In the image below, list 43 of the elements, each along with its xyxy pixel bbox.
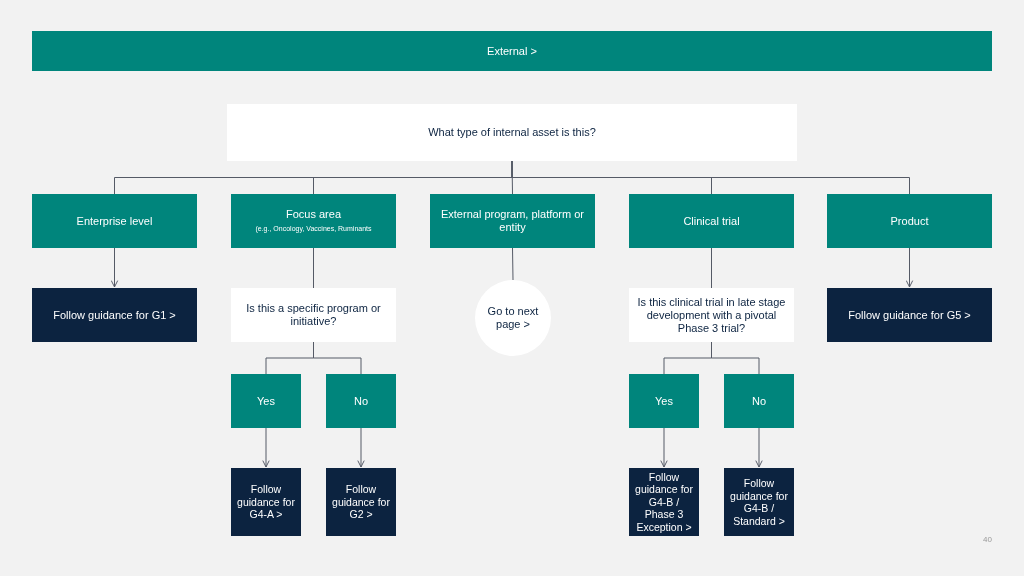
category-box xyxy=(231,374,301,428)
node-label: Follow guidance for G4-A > xyxy=(236,483,296,521)
connector-line xyxy=(512,247,514,281)
node-label: Enterprise level xyxy=(76,214,153,228)
node-label: Follow guidance for G4-B / Standard > xyxy=(729,477,789,527)
node-label: External program, platform or entity xyxy=(439,208,586,234)
connector-line xyxy=(711,247,712,289)
connector-line xyxy=(511,160,910,195)
result-box xyxy=(32,288,197,342)
node-label: Clinical trial xyxy=(683,214,740,228)
question-box xyxy=(231,288,396,342)
header-banner xyxy=(32,31,992,71)
category-box xyxy=(724,374,794,428)
result-box xyxy=(326,468,396,536)
node-label: Follow guidance for G4-B / Phase 3 Exception > xyxy=(634,470,694,534)
question-box xyxy=(227,104,797,161)
node-label: What type of internal asset is this? xyxy=(428,126,596,139)
category-box xyxy=(629,194,794,248)
node-label: Is this a specific program or initiative? xyxy=(245,302,382,328)
node-label: No xyxy=(353,394,369,408)
category-box xyxy=(231,194,396,248)
node-label: Focus area xyxy=(286,207,341,221)
category-box xyxy=(827,194,992,248)
category-box xyxy=(32,194,197,248)
category-box xyxy=(326,374,396,428)
result-box xyxy=(231,468,301,536)
category-box xyxy=(430,194,595,248)
page-number: 40 xyxy=(983,534,992,546)
node-label: Follow guidance for G1 > xyxy=(53,308,176,322)
result-box xyxy=(724,468,794,536)
result-box xyxy=(827,288,992,342)
question-box xyxy=(629,288,794,342)
node-label: Follow guidance for G2 > xyxy=(331,483,391,521)
category-box xyxy=(629,374,699,428)
node-label: Is this clinical trial in late stage development with a pivotal Phase 3 trial? xyxy=(636,295,787,335)
node-label: Yes xyxy=(257,394,275,408)
node-label: Go to next page > xyxy=(486,305,540,331)
node-label: Follow guidance for G5 > xyxy=(848,308,971,322)
node-label: Yes xyxy=(655,394,673,408)
node-label: External > xyxy=(487,44,537,58)
node-label: Product xyxy=(890,214,929,228)
node-label: No xyxy=(751,394,767,408)
connector-line xyxy=(313,247,314,289)
